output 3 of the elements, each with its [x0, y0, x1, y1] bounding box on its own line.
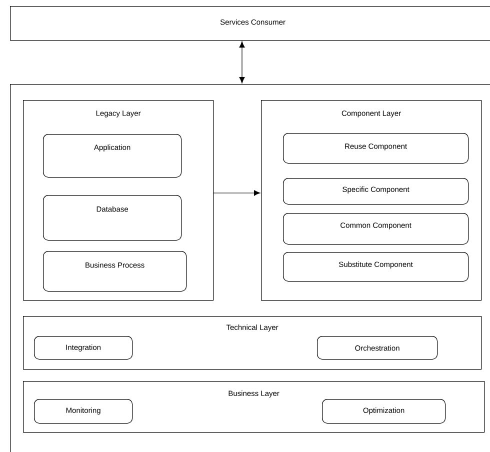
arrow [213, 190, 260, 196]
platform-box [10, 84, 490, 452]
arrow [239, 41, 245, 84]
